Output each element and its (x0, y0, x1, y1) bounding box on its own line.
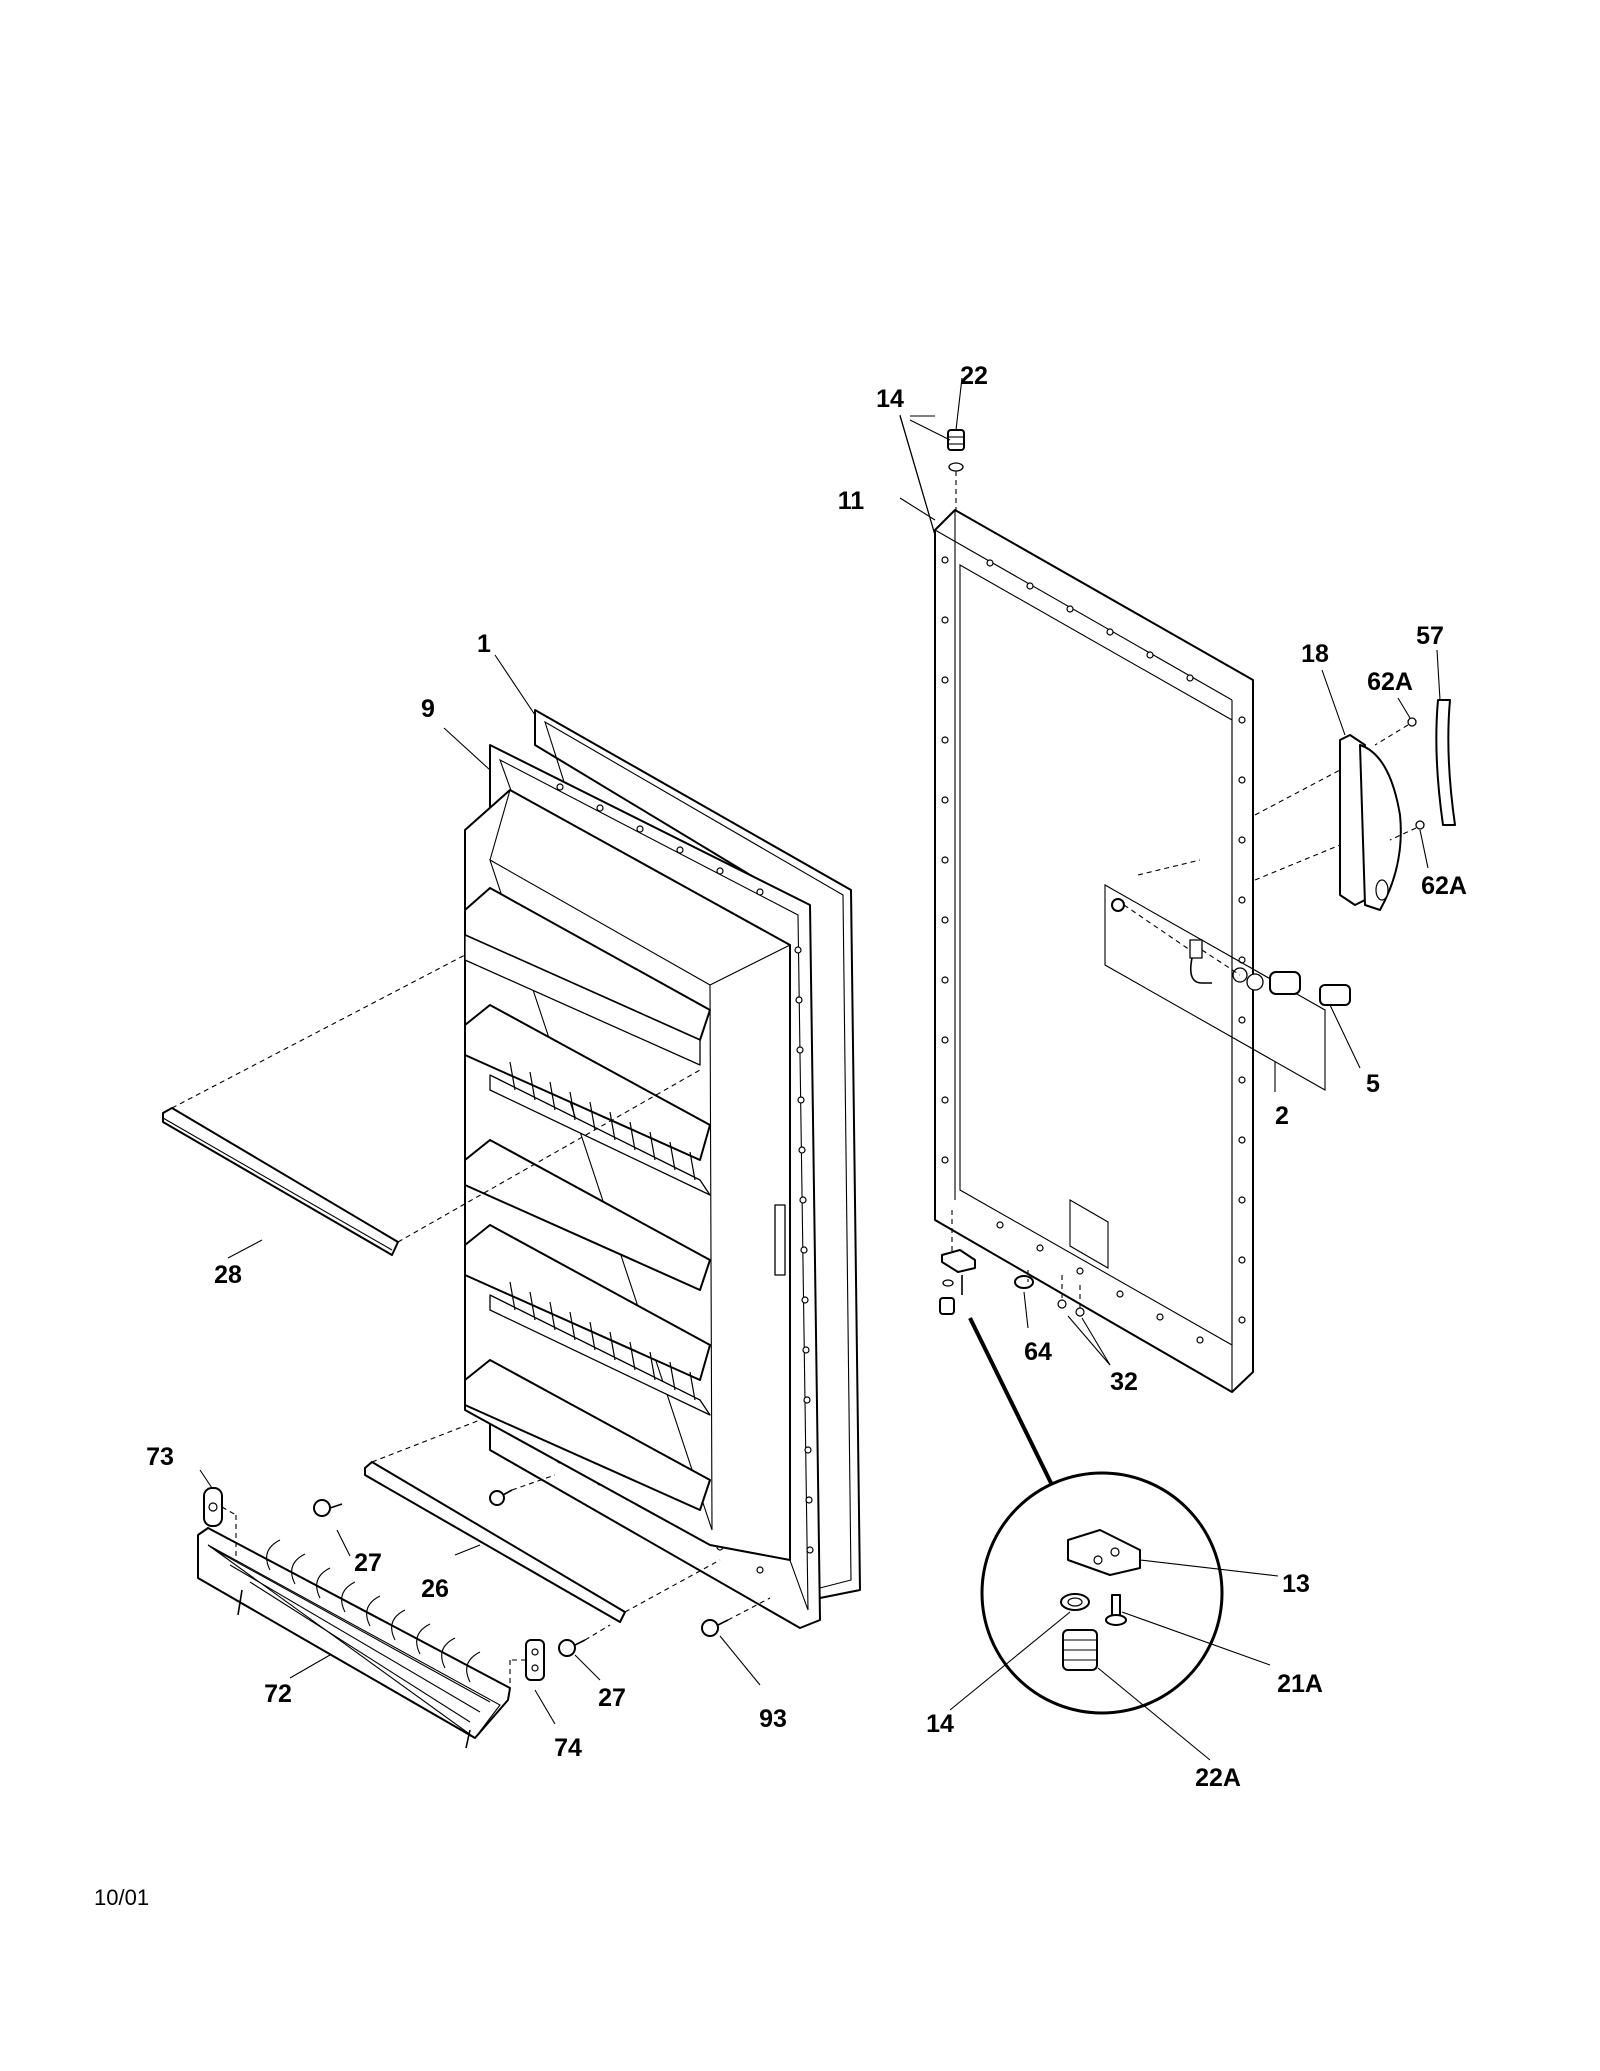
callout-72: 72 (264, 1680, 292, 1708)
hinge-pin-part-22 (947, 429, 965, 451)
shelf-ribs-lower (509, 1281, 696, 1401)
lock-area (1104, 884, 1351, 1091)
callout-93: 93 (759, 1705, 787, 1733)
trim-plate-part-57 (1435, 699, 1456, 826)
callout-73: 73 (146, 1443, 174, 1471)
callout-1: 1 (477, 630, 491, 658)
callout-57: 57 (1416, 622, 1444, 650)
shelf-ribs-upper (509, 1061, 696, 1181)
date-code: 10/01 (94, 1885, 149, 1910)
callout-21a: 21A (1277, 1670, 1323, 1698)
callout-62a-top: 62A (1367, 668, 1413, 696)
leader-lines (199, 377, 1441, 1761)
callout-22: 22 (960, 362, 988, 390)
callout-64: 64 (1024, 1338, 1052, 1366)
detail-magnifier (968, 1317, 1224, 1715)
washer-part-14-top (948, 462, 964, 510)
screw-part-27-lower (558, 1624, 611, 1657)
screws-part-62a (1374, 717, 1425, 841)
outer-door-panel-part-11 (934, 509, 1254, 1393)
callout-32: 32 (1110, 1368, 1138, 1396)
door-basket-part-72 (197, 1527, 511, 1749)
basket-clip-part-73 (203, 1487, 237, 1560)
retainer-bar-part-26 (364, 1419, 721, 1623)
callout-labels: 1 9 28 73 27 26 72 74 27 93 14 22 11 18 … (146, 362, 1467, 1792)
callout-2: 2 (1275, 1102, 1289, 1130)
door-shelf-bins (464, 887, 711, 1511)
bottom-hinge-parts (939, 1210, 1085, 1317)
shelf-bar-part-28 (162, 954, 701, 1256)
callout-27-lower: 27 (598, 1684, 626, 1712)
callout-74: 74 (554, 1734, 582, 1762)
basket-clip-part-74 (509, 1639, 545, 1690)
callout-28: 28 (214, 1261, 242, 1289)
screw-part-27-middle (489, 1474, 556, 1506)
screw-part-27-upper (313, 1499, 343, 1517)
callout-9: 9 (421, 695, 435, 723)
callout-11: 11 (838, 487, 865, 515)
basket-wire-ribs (214, 1539, 491, 1723)
callout-22a: 22A (1195, 1764, 1241, 1792)
callout-62a-bottom: 62A (1421, 872, 1467, 900)
panel-edge-holes (941, 556, 1246, 1344)
callout-5: 5 (1366, 1070, 1380, 1098)
callout-14-top: 14 (876, 385, 904, 413)
callout-14-detail: 14 (926, 1710, 954, 1738)
callout-27-upper: 27 (354, 1549, 382, 1577)
callout-18: 18 (1301, 640, 1329, 668)
callout-13: 13 (1282, 1570, 1310, 1598)
screw-part-93 (701, 1597, 771, 1637)
callout-26: 26 (421, 1575, 449, 1603)
handle-part-18 (1137, 734, 1402, 911)
